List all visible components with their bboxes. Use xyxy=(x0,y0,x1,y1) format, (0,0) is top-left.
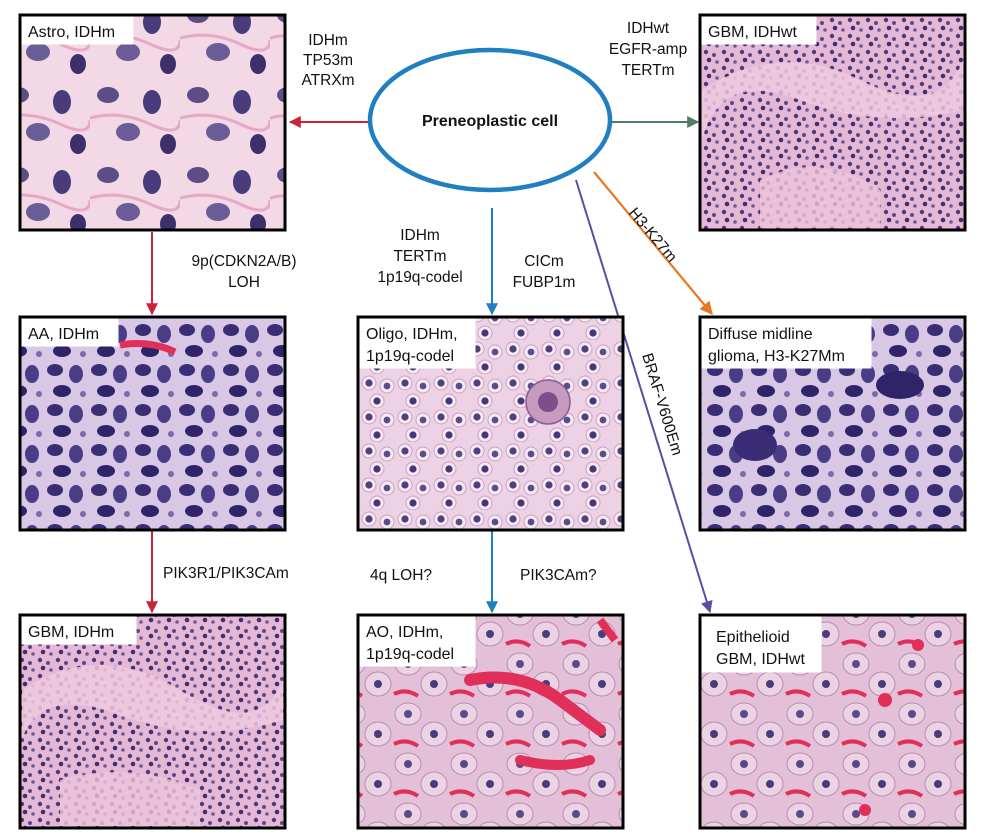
arrow-to-dmg xyxy=(593,171,713,316)
edge-label-oligo-right-line1: CICm xyxy=(524,253,564,270)
edge-label-gbm-idhwt-line1: IDHwt xyxy=(627,20,670,37)
edge-label-astro-line1: IDHm xyxy=(308,32,348,49)
preneoplastic-cell-label: Preneoplastic cell xyxy=(422,113,558,130)
panel-gbm-idhm: GBM, IDHm xyxy=(18,613,287,830)
panel-label-gbm-idhwt: GBM, IDHwt xyxy=(708,24,797,41)
edge-label-oligo-left-line2: TERTm xyxy=(393,248,446,265)
panel-label-astro: Astro, IDHm xyxy=(28,24,115,41)
edge-label-oligo-right: CICm FUBP1m xyxy=(513,253,576,291)
panel-label-dmg-line2: glioma, H3-K27Mm xyxy=(708,348,845,365)
panel-label-aa: AA, IDHm xyxy=(28,326,99,343)
edge-label-astro: IDHm TP53m ATRXm xyxy=(301,32,354,89)
edge-label-gbm-idhwt-line3: TERTm xyxy=(621,62,674,79)
edge-label-oligo-left-line1: IDHm xyxy=(400,227,440,244)
edge-label-aa-line2: LOH xyxy=(228,274,260,291)
panel-label-dmg-line1: Diffuse midline xyxy=(708,326,813,343)
panel-label-oligo-line1: Oligo, IDHm, xyxy=(366,326,458,343)
edge-label-aa-line1: 9p(CDKN2A/B) xyxy=(191,253,296,270)
edge-label-gbm-idhwt: IDHwt EGFR-amp TERTm xyxy=(609,20,687,79)
panel-label-epi-line1: Epithelioid xyxy=(716,629,790,646)
edge-label-ao-right: PIK3CAm? xyxy=(520,567,597,584)
panel-label-gbm-idhm: GBM, IDHm xyxy=(28,624,114,641)
edge-label-oligo-right-line2: FUBP1m xyxy=(513,274,576,291)
arrow-to-epi xyxy=(575,179,713,614)
edge-label-gbm-idhwt-line2: EGFR-amp xyxy=(609,41,687,58)
panel-gbm-idhwt: GBM, IDHwt xyxy=(698,13,967,232)
panel-ao: AO, IDHm, 1p19q-codel xyxy=(356,613,625,830)
panel-astro: Astro, IDHm xyxy=(18,13,287,232)
panel-aa: AA, IDHm xyxy=(18,315,287,532)
edge-label-aa: 9p(CDKN2A/B) LOH xyxy=(191,253,296,291)
edge-label-astro-line2: TP53m xyxy=(303,52,353,69)
panel-oligo: Oligo, IDHm, 1p19q-codel xyxy=(356,315,625,532)
panel-label-ao-line1: AO, IDHm, xyxy=(366,624,443,641)
edge-label-gbm-idhm: PIK3R1/PIK3CAm xyxy=(163,565,289,582)
edge-label-dmg: H3-K27m xyxy=(625,205,680,266)
edge-label-ao-left: 4q LOH? xyxy=(370,567,432,584)
edge-label-astro-line3: ATRXm xyxy=(301,72,354,89)
panel-dmg: Diffuse midline glioma, H3-K27Mm xyxy=(698,315,967,532)
preneoplastic-cell-node: Preneoplastic cell xyxy=(367,47,613,193)
edge-label-oligo-left-line3: 1p19q-codel xyxy=(377,269,462,286)
panel-label-epi-line2: GBM, IDHwt xyxy=(716,651,805,668)
panel-label-oligo-line2: 1p19q-codel xyxy=(366,348,454,365)
panel-epi: Epithelioid GBM, IDHwt xyxy=(698,613,967,830)
panel-label-ao-line2: 1p19q-codel xyxy=(366,646,454,663)
edge-label-oligo-left: IDHm TERTm 1p19q-codel xyxy=(377,227,462,286)
